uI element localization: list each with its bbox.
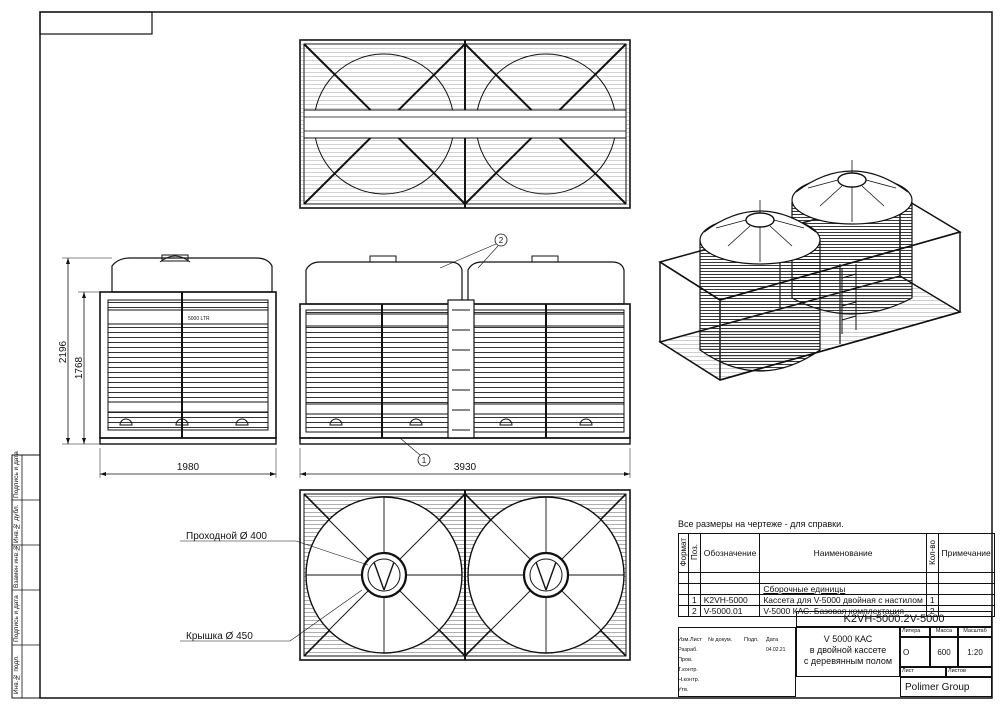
spec-cell-name: Кассета для V-5000 двойная с настилом: [759, 594, 927, 606]
label-date: Дата: [766, 637, 779, 643]
spec-cell-qty: 1: [925, 594, 939, 606]
title-line-3: с деревянным полом: [803, 656, 893, 666]
specification-table: Формат Поз. Обозначение Наименование Кол…: [678, 533, 995, 617]
table-row: 1 K2VH-5000 Кассета для V-5000 двойная с…: [678, 594, 995, 606]
front-callouts: [299, 233, 631, 478]
label-checker: Пров.: [678, 657, 693, 663]
spec-header-qty: Кол-во: [925, 533, 939, 573]
scale-value: 1:20: [958, 637, 992, 667]
callout-2: 2: [499, 236, 504, 245]
signature-grid: [678, 627, 796, 697]
stamp-sign-date-2: Подпись и дата: [13, 595, 20, 642]
label-litera: Литера: [900, 627, 930, 637]
corner-stamp: [39, 11, 153, 35]
spec-cell-designation: K2VH-5000: [699, 594, 761, 606]
label-list: Лист: [690, 637, 702, 643]
drawing-code: K2VH-5000.2V-5000: [796, 611, 992, 627]
label-sign: Подп.: [744, 637, 759, 643]
title-line-1: V 5000 КАС: [823, 634, 873, 644]
dim-width-side: 1980: [177, 462, 200, 473]
spec-header-format: Формат: [678, 533, 689, 573]
stamp-sign-date-1: Подпись и дата: [13, 451, 20, 498]
spec-cell-pos: 1: [688, 594, 701, 606]
label-sheet: Лист: [900, 667, 946, 677]
label-izm: Изм.: [678, 637, 690, 643]
stamp-replace-inv: Взамен инв.№: [13, 544, 20, 588]
stamp-orig-inv: Инв.№ подл.: [13, 655, 20, 694]
label-sheets: Листов: [946, 667, 992, 677]
isometric-view: [658, 160, 962, 381]
label-scale: Масштаб: [958, 627, 992, 637]
spec-cell-pos: 2: [688, 605, 701, 617]
label-approved: Утв.: [678, 687, 689, 693]
date-value: 04.02.21: [766, 647, 786, 653]
sheet-frame: [39, 11, 993, 699]
top-view-lower: [180, 489, 631, 661]
callout-1: 1: [422, 456, 427, 465]
front-view: [299, 255, 631, 445]
tank-label: 5000 LTR: [188, 316, 210, 322]
spec-section-title: Сборочные единицы: [759, 583, 927, 595]
spec-section-row: Сборочные единицы: [678, 583, 995, 595]
label-norm-control: Н.контр.: [678, 677, 700, 683]
spec-cell-designation: V-5000.01: [699, 605, 761, 617]
label-mass: Масса: [930, 627, 958, 637]
side-dimensions: [62, 257, 277, 478]
spec-header-name: Наименование: [759, 533, 927, 573]
dim-width-front: 3930: [454, 462, 477, 473]
spec-header-note: Примечание: [937, 533, 995, 573]
spec-blank-row: [678, 572, 995, 584]
litera-value: O: [900, 637, 930, 667]
mass-value: 600: [930, 637, 958, 667]
dim-height-total: 2196: [58, 340, 69, 363]
label-doc-no: № докум.: [708, 637, 733, 643]
label-tech-control: Т.контр.: [678, 667, 698, 673]
callout-manhole: Проходной Ø 400: [186, 531, 267, 542]
reference-note: Все размеры на чертеже - для справки.: [678, 519, 844, 529]
top-view-upper: [299, 39, 631, 209]
spec-header-row: Формат Поз. Обозначение Наименование Кол…: [678, 533, 995, 573]
callout-lid: Крышка Ø 450: [186, 631, 253, 642]
title-block: K2VH-5000.2V-5000 Изм. Лист № докум. Под…: [678, 611, 992, 697]
dim-height-body: 1768: [74, 356, 85, 379]
stamp-dup-inv: Инв.№ дубл.: [13, 504, 20, 543]
label-developer: Разраб.: [678, 647, 698, 653]
title-line-2: в двойной кассете: [809, 645, 887, 655]
side-view: [99, 254, 277, 445]
company-name: Polimer Group: [900, 677, 992, 697]
spec-header-designation: Обозначение: [699, 533, 761, 573]
drawing-title: V 5000 КАС в двойной кассете с деревянны…: [796, 627, 900, 677]
spec-header-pos: Поз.: [688, 533, 701, 573]
side-stamp-column: [11, 454, 41, 699]
